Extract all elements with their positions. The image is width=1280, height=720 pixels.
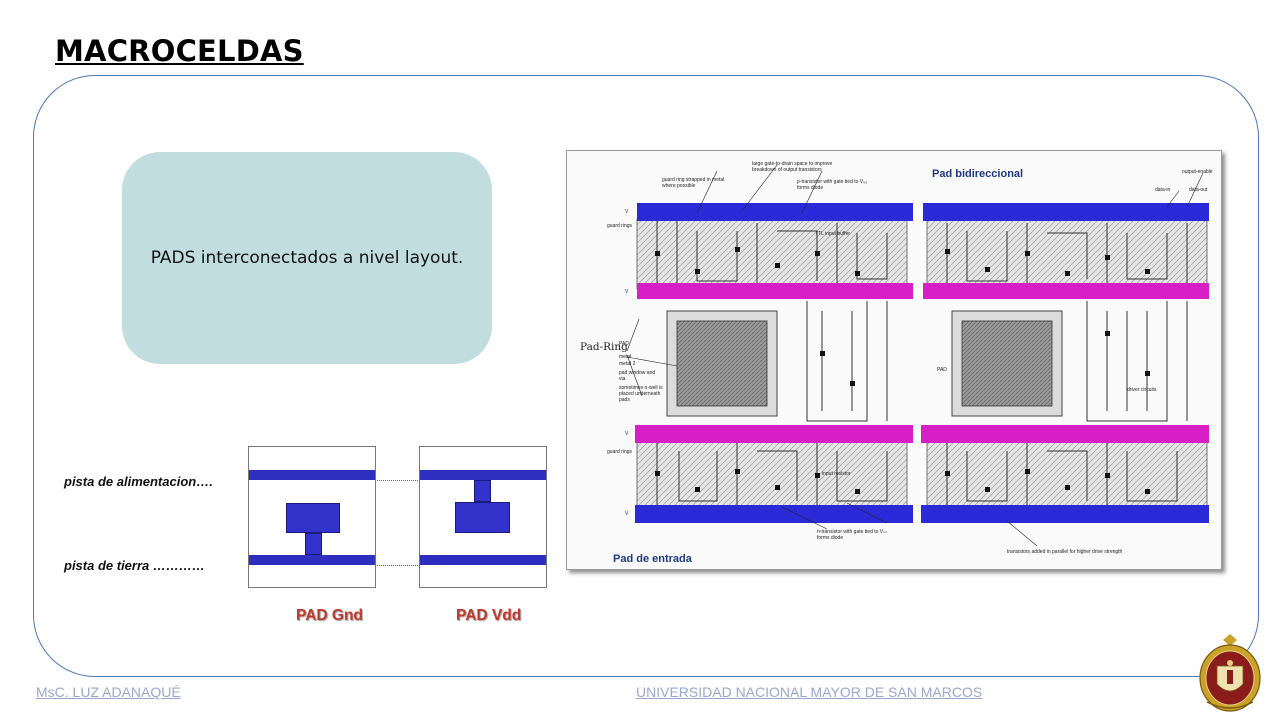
upper-circuit-region-right: [926, 218, 1208, 290]
vdd-rail-lower-left: [635, 425, 913, 443]
vss-rail-lower-left: [635, 505, 913, 523]
input-pad-title: Pad de entrada: [613, 553, 692, 565]
rail-continuation-bottom: [377, 565, 418, 566]
annotation-vdd-2: V: [625, 431, 629, 437]
vdd-rail-lower-right: [921, 425, 1209, 443]
annotation-guard-rings-top: guard rings: [607, 223, 633, 229]
vss-rail-lower-right: [921, 505, 1209, 523]
annotation-guard-ring-strapped: guard ring strapped in metal where possi…: [662, 177, 725, 189]
annotation-vdd-1: V: [625, 209, 629, 215]
annotation-metal2: metal 2: [619, 361, 636, 367]
annotation-pad-right: PAD: [937, 367, 947, 373]
lower-circuit-region-right: [926, 440, 1208, 508]
pad-layout-drawing: [626, 164, 1209, 547]
pad-vdd-connector: [474, 480, 491, 502]
ground-rail: [420, 555, 546, 565]
ground-rail: [249, 555, 375, 565]
supply-rail: [420, 470, 546, 480]
annotation-guard-rings-bottom: guard rings: [607, 449, 633, 455]
content-frame: [33, 75, 1259, 677]
pad-ring-label: Pad-Ring: [580, 341, 628, 353]
pad-gnd-label: PAD Gnd: [296, 607, 363, 624]
annotation-n-transistor: n-transistor with gate tied to Vₛₛ forms…: [817, 529, 887, 541]
bidirectional-pad-title: Pad bidireccional: [932, 168, 1024, 180]
annotation-vss-2: V: [625, 511, 629, 517]
rail-continuation-top: [377, 480, 418, 481]
footer-university-link[interactable]: UNIVERSIDAD NACIONAL MAYOR DE SAN MARCOS: [636, 684, 983, 700]
supply-rail: [249, 470, 375, 480]
vdd-rail-left: [637, 203, 913, 221]
vss-rail-right: [923, 283, 1209, 299]
annotation-data-out: data-out: [1189, 187, 1208, 193]
annotation-metal: metal: [619, 354, 632, 360]
annotation-input-resistor: input resistor: [822, 471, 851, 477]
pad-vdd-block: [455, 502, 510, 533]
annotation-pad: PAD: [619, 341, 629, 347]
pad-gnd-block: [286, 503, 340, 533]
info-callout: PADS interconectados a nivel layout.: [122, 152, 492, 364]
vdd-rail-right: [923, 203, 1209, 221]
annotation-pad-window: pad window and via: [619, 370, 656, 382]
annotation-driver-circuits: driver circuits: [1127, 387, 1157, 393]
annotation-transistors-parallel: transistors added in parallel for higher…: [1007, 549, 1123, 555]
annotation-n-well: sometimes n-well is placed underneath pa…: [619, 385, 663, 403]
pad-gnd-cell: [248, 446, 376, 588]
footer-author-link[interactable]: MsC. LUZ ADANAQUÉ: [36, 684, 181, 700]
annotation-p-transistor: p-transistor with gate tied to V₀₀ forms…: [797, 179, 868, 191]
vss-rail-left: [637, 283, 913, 299]
annotation-output-enable: output-enable: [1182, 169, 1213, 175]
pad-gnd-connector: [305, 533, 322, 555]
pad-layout-figure: Pad bidireccional Pad de entrada Pad-Rin…: [566, 150, 1222, 570]
ground-track-label: pista de tierra …………: [64, 558, 205, 573]
annotation-vss-1: V: [625, 289, 629, 295]
supply-track-label: pista de alimentacion….: [64, 474, 213, 489]
pad-vdd-label: PAD Vdd: [456, 607, 522, 624]
info-callout-text: PADS interconectados a nivel layout.: [150, 248, 464, 268]
slide-title: MACROCELDAS: [55, 34, 304, 68]
annotation-data-in: data-in: [1155, 187, 1171, 193]
annotation-gate-to-drain: large gate-to-drain space to improve bre…: [752, 161, 833, 173]
university-crest-icon: [1199, 634, 1261, 712]
annotation-ttl-buffer: TTL input buffer: [815, 231, 851, 237]
pad-vdd-cell: [419, 446, 547, 588]
